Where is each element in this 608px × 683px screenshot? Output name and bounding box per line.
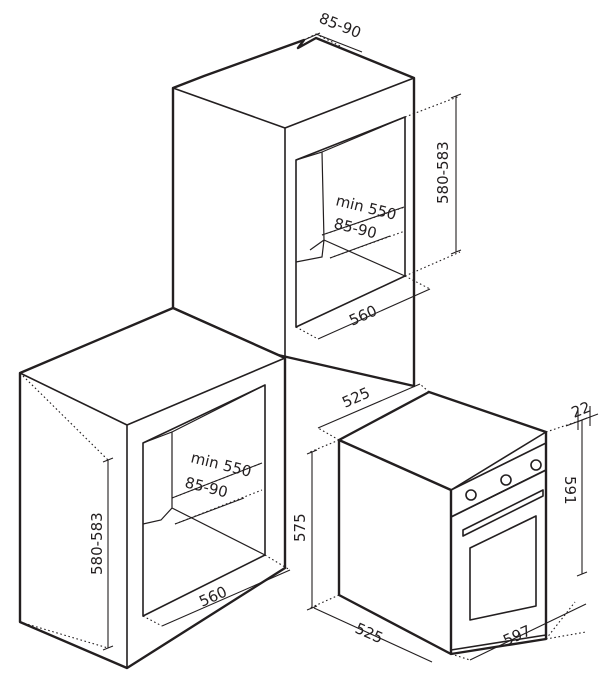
dim-oven-height-line — [306, 449, 318, 611]
oven-handle — [462, 489, 544, 537]
dim-upper-top-depth-line — [303, 32, 363, 53]
dim-lower-rear-gap-line — [174, 497, 245, 525]
upper-cabinet-guides — [295, 33, 461, 340]
label-oven-front-height: 591 — [561, 476, 579, 505]
dim-lower-height-line — [102, 457, 114, 651]
oven — [309, 383, 587, 661]
oven-knob-1 — [465, 489, 477, 501]
dimension-lines — [102, 32, 599, 663]
oven-knob-3 — [530, 459, 542, 471]
label-oven-thickness: 22 — [569, 398, 593, 422]
oven-window — [469, 515, 537, 621]
upper-cabinet-edges — [172, 77, 415, 358]
label-oven-top-depth: 525 — [339, 384, 372, 412]
lower-cabinet-guides — [19, 372, 291, 649]
label-upper-height: 580-583 — [434, 141, 452, 204]
dim-upper-width-line — [317, 288, 431, 340]
upper-cabinet-recess — [295, 116, 406, 277]
dim-upper-rear-gap-line — [329, 235, 391, 259]
dim-oven-thickness-line — [565, 406, 599, 430]
oven-knob-2 — [500, 474, 512, 486]
label-lower-height: 580-583 — [88, 512, 106, 575]
dim-oven-width-line — [469, 603, 587, 661]
lower-cabinet-body — [18, 306, 287, 670]
dim-upper-height-line — [450, 93, 462, 255]
dim-oven-depth-line — [313, 607, 433, 663]
oven-door — [450, 469, 547, 651]
dim-oven-top-depth-line — [317, 383, 421, 429]
label-oven-depth: 525 — [352, 619, 385, 647]
lower-cabinet — [18, 306, 291, 670]
oven-guides — [309, 383, 587, 661]
oven-body — [337, 390, 548, 656]
label-oven-height: 575 — [291, 513, 309, 542]
lower-cabinet-recess — [142, 384, 266, 556]
dim-upper-min-depth-line — [321, 206, 405, 236]
dim-lower-min-depth-line — [171, 462, 263, 499]
dim-lower-width-line — [161, 569, 291, 627]
lower-cabinet-edges — [19, 357, 286, 668]
